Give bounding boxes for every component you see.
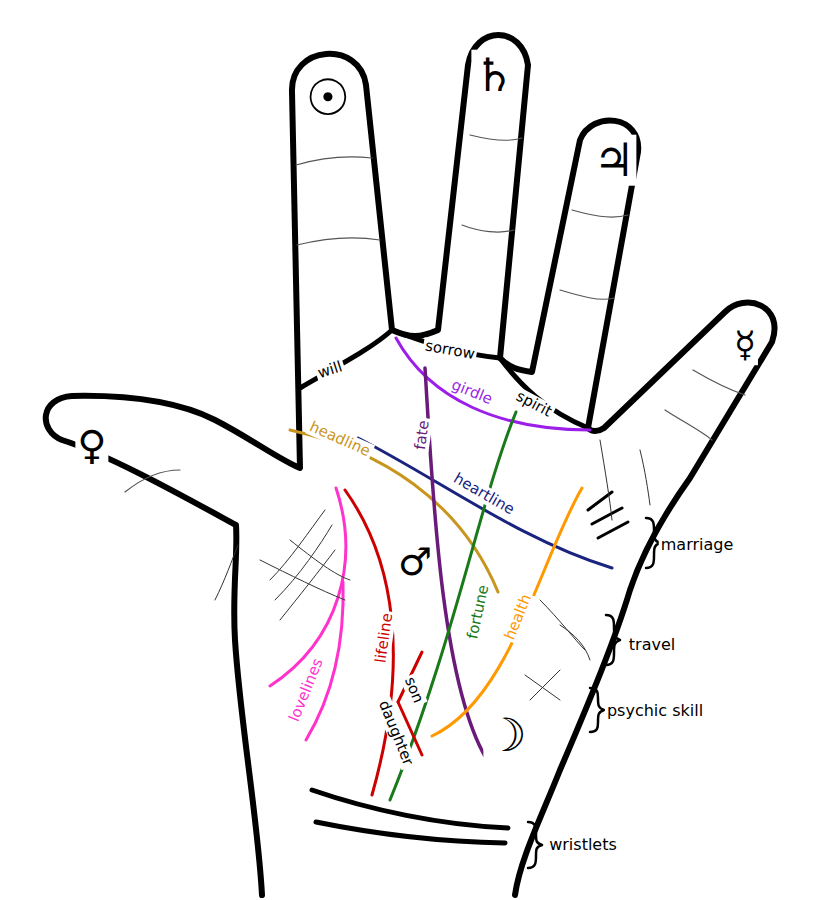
- mount-label: spirit: [512, 387, 557, 421]
- region-label: travel: [627, 636, 677, 654]
- finger-base-curve: [300, 330, 392, 388]
- region-label: wristlets: [547, 836, 619, 854]
- jupiter-symbol: ♃: [591, 135, 636, 186]
- mercury-symbol: ☿: [732, 325, 758, 365]
- loveline: [270, 488, 346, 686]
- line-label: lifeline: [372, 610, 396, 666]
- line-label: health: [501, 590, 536, 644]
- line-label: lovelines: [285, 654, 327, 725]
- line-label: fate: [411, 417, 432, 453]
- moon-symbol: ☽: [483, 710, 528, 761]
- mount-label: sorrow: [422, 337, 478, 363]
- region-label: marriage: [659, 536, 736, 554]
- mount-label: will: [314, 358, 346, 383]
- venus-symbol: ♀: [75, 423, 108, 467]
- mars-symbol: ♂: [396, 542, 434, 584]
- wristlet-line: [312, 790, 508, 828]
- line-label: fortune: [464, 582, 492, 643]
- line-label: girdle: [447, 376, 496, 409]
- sun-symbol: ☉: [304, 71, 353, 126]
- palm-marks: [215, 440, 650, 700]
- curly-bracket: [528, 518, 660, 868]
- line-label: daughter: [375, 696, 417, 769]
- marriage-marks: [588, 492, 628, 538]
- saturn-symbol: ♄: [471, 50, 516, 101]
- line-label: headline: [305, 418, 374, 461]
- region-label: psychic skill: [605, 702, 705, 720]
- health-line: [432, 488, 582, 736]
- line-label: son: [401, 673, 428, 707]
- hand-outline: [46, 35, 775, 895]
- finger-creases: [125, 135, 745, 492]
- line-label: heartline: [449, 469, 519, 519]
- wristlet-line: [316, 822, 505, 843]
